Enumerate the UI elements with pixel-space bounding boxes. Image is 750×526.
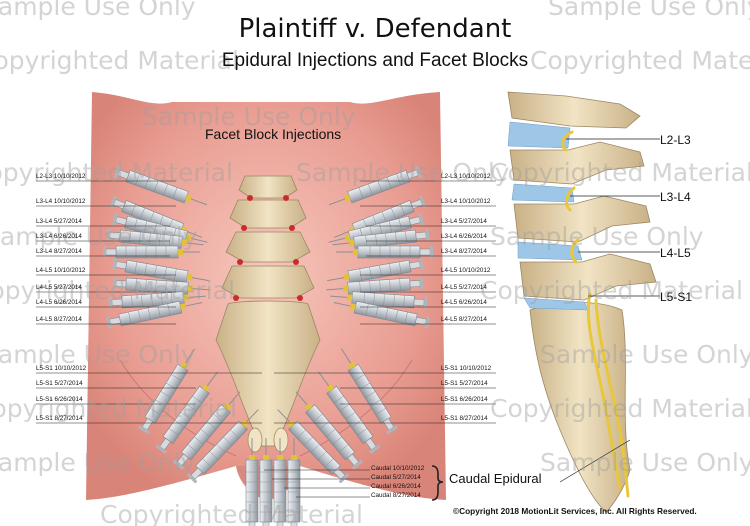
left-label: L2-L3 10/10/2012: [36, 173, 86, 180]
left-label: L3-L4 8/27/2014: [36, 248, 82, 255]
right-label: L3-L4 10/10/2012: [441, 198, 491, 205]
caudal-epidural-label: Caudal Epidural: [449, 471, 542, 486]
level-leaders: [559, 138, 660, 483]
copyright-notice: ©Copyright 2018 MotionLit Services, Inc.…: [453, 506, 697, 516]
watermark-copyright: Copyrighted Material: [0, 276, 235, 305]
right-label: L5-S1 6/26/2014: [441, 396, 488, 403]
right-label: L5-S1 8/27/2014: [441, 415, 488, 422]
caudal-label: Caudal 8/27/2014: [371, 492, 421, 499]
right-label: L3-L4 8/27/2014: [441, 248, 487, 255]
caudal-label: Caudal 6/26/2014: [371, 483, 421, 490]
right-label: L4-L5 8/27/2014: [441, 316, 487, 323]
posterior-spine: [215, 175, 321, 453]
right-label: L5-S1 5/27/2014: [441, 380, 488, 387]
caudal-label: Caudal 10/10/2012: [371, 465, 425, 472]
watermark-sample: Sample Use Only: [540, 448, 750, 477]
left-label: L3-L4 5/27/2014: [36, 218, 82, 225]
right-label: L5-S1 10/10/2012: [441, 365, 492, 372]
watermark-copyright: Copyrighted Material: [0, 46, 239, 75]
level-label: L2-L3: [660, 133, 691, 147]
watermark-sample: Sample Use Only: [0, 448, 196, 477]
left-label: L3-L4 6/26/2014: [36, 233, 82, 240]
watermark-sample: Sample Use Only: [548, 0, 750, 21]
level-label: L5-S1: [660, 290, 693, 304]
watermark-sample: Sample Use Only: [0, 222, 198, 251]
facet-block-heading: Facet Block Injections: [205, 126, 342, 142]
left-label: L5-S1 10/10/2012: [36, 365, 87, 372]
left-label: L3-L4 10/10/2012: [36, 198, 86, 205]
caudal-leaders: [264, 465, 444, 501]
watermark-copyright: Copyrighted Material: [530, 46, 750, 75]
right-leader-lines: [274, 180, 496, 424]
watermark-sample: Sample Use Only: [490, 222, 704, 251]
right-label: L3-L4 5/27/2014: [441, 218, 487, 225]
watermark-sample: Sample Use Only: [0, 0, 196, 21]
page-subtitle: Epidural Injections and Facet Blocks: [221, 50, 529, 71]
page-title: Plaintiff v. Defendant: [238, 14, 512, 44]
right-label: L4-L5 6/26/2014: [441, 299, 487, 306]
right-label: L4-L5 5/27/2014: [441, 284, 487, 291]
watermark-sample: Sample Use Only: [142, 102, 356, 131]
left-label: L5-S1 8/27/2014: [36, 415, 83, 422]
watermark-sample: Sample Use Only: [296, 158, 510, 187]
watermark-copyright: Copyrighted Material: [480, 276, 743, 305]
left-label: L4-L5 8/27/2014: [36, 316, 82, 323]
right-label: L4-L5 10/10/2012: [441, 267, 491, 274]
level-label: L4-L5: [660, 246, 691, 260]
right-label: L2-L3 10/10/2012: [441, 173, 491, 180]
watermark-sample: Sample Use Only: [540, 340, 750, 369]
watermark-copyright: Copyrighted Material: [100, 500, 363, 526]
left-leader-lines: [36, 180, 262, 424]
watermark-copyright: Copyrighted Material: [0, 158, 233, 187]
left-label: L4-L5 5/27/2014: [36, 284, 82, 291]
left-label: L4-L5 10/10/2012: [36, 267, 86, 274]
watermark-sample: Sample Use Only: [0, 340, 196, 369]
watermark-copyright: Copyrighted Material: [0, 394, 237, 423]
left-label: L4-L5 6/26/2014: [36, 299, 82, 306]
lateral-spine: [507, 91, 657, 513]
caudal-label: Caudal 5/27/2014: [371, 474, 421, 481]
watermark-copyright: Copyrighted Material: [490, 158, 750, 187]
level-label: L3-L4: [660, 190, 691, 204]
left-label: L5-S1 6/26/2014: [36, 396, 83, 403]
right-label: L3-L4 6/26/2014: [441, 233, 487, 240]
left-label: L5-S1 5/27/2014: [36, 380, 83, 387]
watermark-copyright: Copyrighted Material: [490, 394, 750, 423]
